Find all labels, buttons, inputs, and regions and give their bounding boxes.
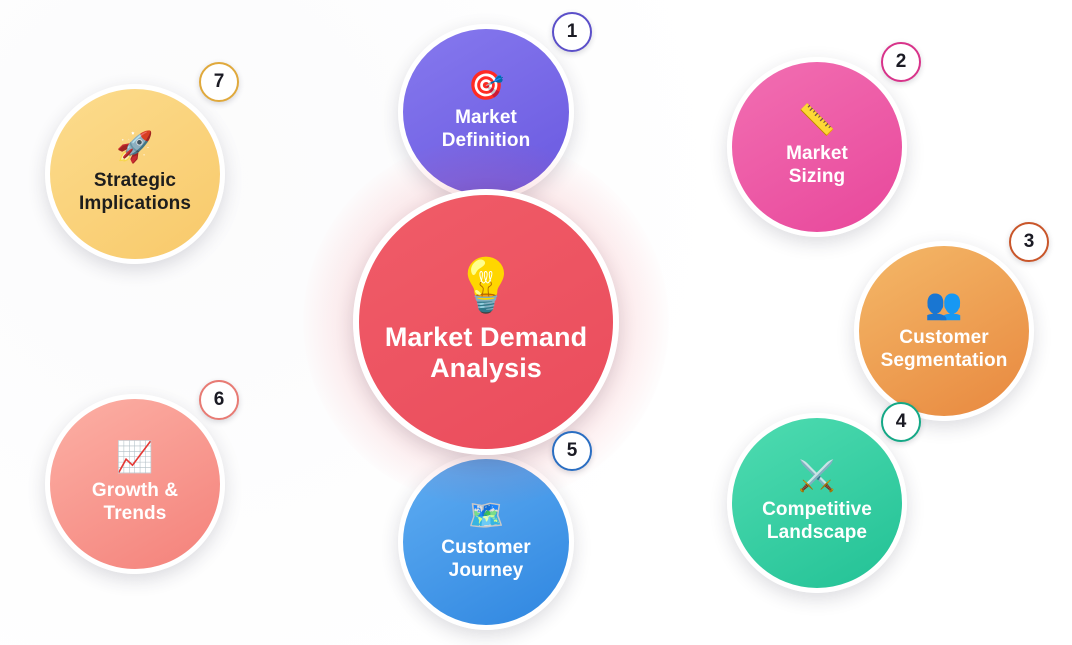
node-badge-1[interactable]: 1 (552, 12, 592, 52)
node-competitive-landscape[interactable]: ⚔️ Competitive Landscape (727, 413, 907, 593)
node-growth-and-trends[interactable]: 📈 Growth & Trends (45, 394, 225, 574)
light-bulb-icon: 💡 (453, 256, 519, 315)
center-node-label: Market Demand Analysis (384, 321, 588, 383)
node-label: Customer Segmentation (880, 327, 1008, 371)
node-label: Market Sizing (786, 143, 848, 187)
node-market-sizing[interactable]: 📏 Market Sizing (727, 57, 907, 237)
node-badge-7[interactable]: 7 (199, 62, 239, 102)
node-label: Market Definition (441, 107, 531, 151)
straight-ruler-icon: 📏 (798, 104, 836, 138)
node-label: Growth & Trends (91, 480, 179, 524)
crossed-swords-icon: ⚔️ (798, 460, 836, 494)
node-badge-2[interactable]: 2 (881, 42, 921, 82)
center-node-market-demand-analysis[interactable]: 💡 Market Demand Analysis (353, 189, 619, 455)
node-label: Competitive Landscape (762, 499, 872, 543)
node-customer-segmentation[interactable]: 👥 Customer Segmentation (854, 241, 1034, 421)
node-strategic-implications[interactable]: 🚀 Strategic Implications (45, 84, 225, 264)
world-map-icon: 🗺️ (467, 500, 505, 533)
chart-increasing-icon: 📈 (116, 441, 154, 475)
node-badge-5[interactable]: 5 (552, 431, 592, 471)
node-badge-6[interactable]: 6 (199, 380, 239, 420)
node-market-definition[interactable]: 🎯 Market Definition (398, 24, 574, 200)
node-badge-3[interactable]: 3 (1009, 222, 1049, 262)
node-label: Customer Journey (441, 537, 531, 581)
node-customer-journey[interactable]: 🗺️ Customer Journey (398, 454, 574, 630)
busts-in-silhouette-icon: 👥 (925, 288, 963, 322)
rocket-icon: 🚀 (116, 131, 154, 165)
dart-target-icon: 🎯 (467, 70, 505, 103)
node-label: Strategic Implications (78, 170, 192, 214)
node-badge-4[interactable]: 4 (881, 402, 921, 442)
